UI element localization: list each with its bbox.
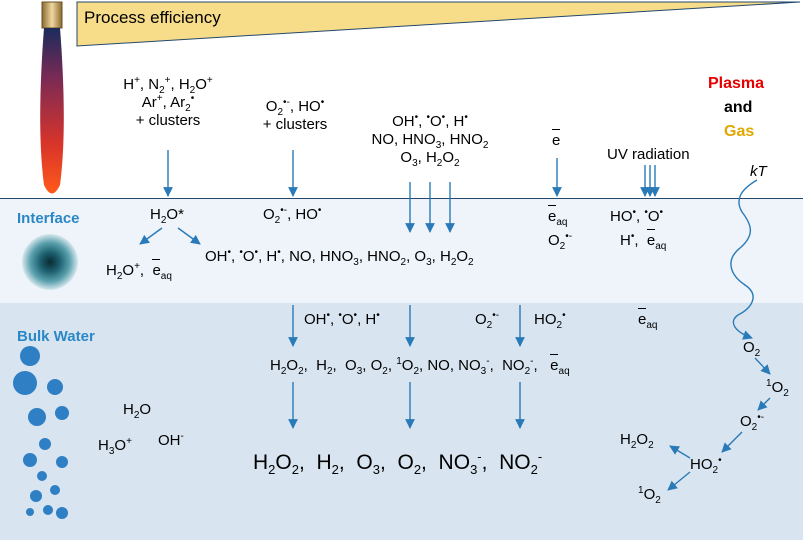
interface-uv-products-2: H•, eaq xyxy=(620,229,667,252)
plasma-label: Plasma xyxy=(708,75,765,92)
water-h2o: H2O xyxy=(123,401,152,421)
uv-radiation-label: UV radiation xyxy=(607,146,690,163)
process-efficiency-triangle xyxy=(76,1,801,47)
bulk-final-products: H2O2, H2, O3, O2, NO3-, NO2- xyxy=(253,449,543,478)
bulk-row1-eaq: eaq xyxy=(638,308,657,331)
kt-label: kT xyxy=(750,163,767,180)
water-oh: OH- xyxy=(158,431,184,450)
interface-products: OH•, •O•, H•, NO, HNO3, HNO2, O3, H2O2 xyxy=(205,247,474,268)
gas-label: Gas xyxy=(724,123,755,140)
bulk-water-layer xyxy=(0,303,803,540)
interface-o2-superoxide: O2•- xyxy=(548,231,573,252)
bulk-row1-superoxide: O2•- xyxy=(475,310,500,331)
water-h3o: H3O+ xyxy=(98,436,132,457)
bubbles-icon xyxy=(13,346,69,519)
process-efficiency-title: Process efficiency xyxy=(84,8,221,27)
vortex-icon xyxy=(22,234,78,290)
interface-h2o-plus-eaq: H2O+, eaq xyxy=(106,259,172,282)
chain-o2: O2 xyxy=(743,339,761,359)
bulk-row1-radicals: OH•, •O•, H• xyxy=(304,310,380,329)
bulk-water-label: Bulk Water xyxy=(17,328,95,345)
interface-o2-ho: O2•-, HO• xyxy=(263,205,322,226)
chain-superoxide: O2•- xyxy=(740,412,765,433)
kt-wave-arrow xyxy=(730,179,758,340)
chain-singlet-o2: 1O2 xyxy=(766,378,789,399)
interface-label: Interface xyxy=(17,210,80,227)
chain-h2o2: H2O2 xyxy=(620,431,654,451)
gas-neutrals: OH•, •O•, H• NO, HNO3, HNO2 O3, H2O2 xyxy=(371,112,489,169)
h2o-star: H2O* xyxy=(150,206,184,226)
gas-ions: H+, N2+, H2O+ Ar+, Ar2• + clusters xyxy=(123,75,213,130)
interface-uv-products-1: HO•, •O• xyxy=(610,207,664,226)
plasma-jet-icon xyxy=(40,1,64,194)
bulk-row2-species: H2O2, H2, O3, O2, 1O2, NO, NO3-, NO2-, e… xyxy=(270,354,570,377)
gas-radicals: O2•-, HO• + clusters xyxy=(262,97,328,134)
interface-layer xyxy=(0,198,803,304)
flow-arrows xyxy=(139,150,771,491)
interface-eaq: eaq xyxy=(548,205,567,228)
and-label: and xyxy=(724,99,753,116)
gas-electron: e xyxy=(552,129,560,150)
bulk-row1-ho2: HO2• xyxy=(534,310,566,331)
chain-singlet-o2-2: 1O2 xyxy=(638,485,661,506)
chain-ho2: HO2• xyxy=(690,455,722,476)
